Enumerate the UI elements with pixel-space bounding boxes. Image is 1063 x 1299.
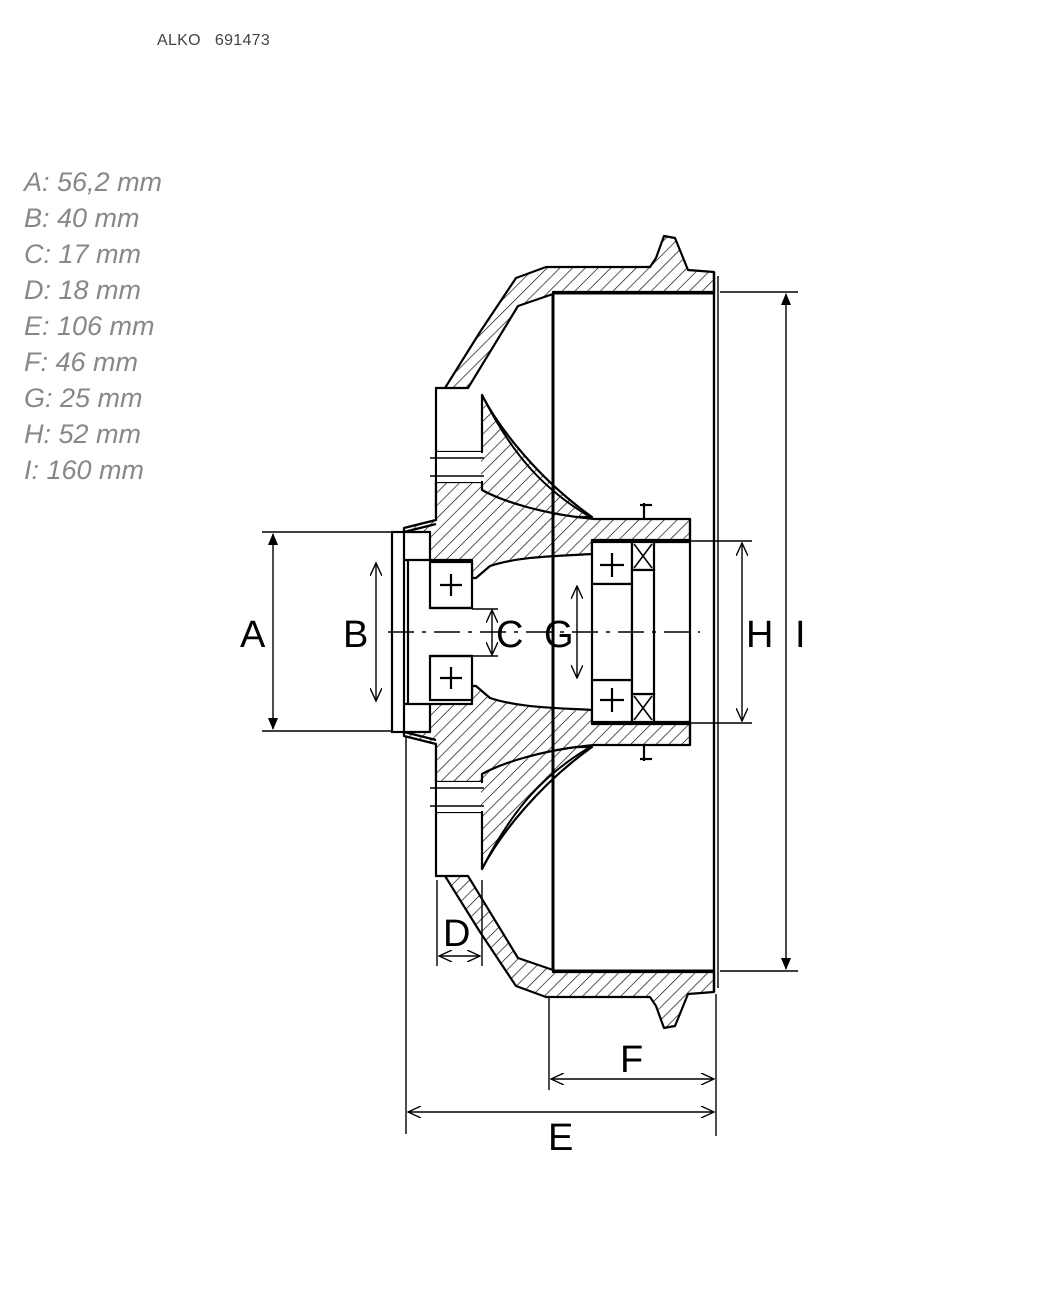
drum-cross-section bbox=[402, 234, 716, 1030]
part-header: ALKO 691473 bbox=[157, 32, 270, 50]
dimension-f: F: 46 mm bbox=[24, 347, 139, 377]
label-c: C bbox=[496, 614, 523, 656]
dimension-i: I: 160 mm bbox=[24, 455, 145, 485]
label-e: E bbox=[548, 1117, 573, 1159]
dimension-b: B: 40 mm bbox=[24, 203, 140, 233]
label-h: H bbox=[746, 614, 773, 656]
dimension-g: G: 25 mm bbox=[24, 383, 143, 413]
outer-bearing bbox=[428, 560, 474, 702]
drum-wall-top bbox=[434, 234, 716, 390]
dimension-lines bbox=[262, 291, 798, 1136]
stud-holes bbox=[430, 452, 484, 812]
label-d: D bbox=[443, 913, 470, 955]
label-g: G bbox=[544, 614, 574, 656]
label-b: B bbox=[343, 614, 368, 656]
dimension-labels: A B C G H I D F E bbox=[240, 614, 806, 1159]
brand-name: ALKO bbox=[157, 32, 201, 49]
label-i: I bbox=[795, 614, 806, 656]
drum-inner-surface bbox=[481, 272, 719, 992]
dimension-d: D: 18 mm bbox=[24, 275, 142, 305]
dimension-h: H: 52 mm bbox=[24, 419, 142, 449]
dimension-list: A: 56,2 mm B: 40 mm C: 17 mm D: 18 mm E:… bbox=[24, 164, 162, 488]
dimension-c: C: 17 mm bbox=[24, 239, 142, 269]
dimension-e: E: 106 mm bbox=[24, 311, 155, 341]
drum-wall-bottom bbox=[434, 874, 716, 1030]
part-number: 691473 bbox=[214, 32, 271, 49]
dimension-a: A: 56,2 mm bbox=[24, 167, 163, 197]
label-f: F bbox=[620, 1039, 643, 1081]
label-a: A bbox=[240, 614, 266, 656]
